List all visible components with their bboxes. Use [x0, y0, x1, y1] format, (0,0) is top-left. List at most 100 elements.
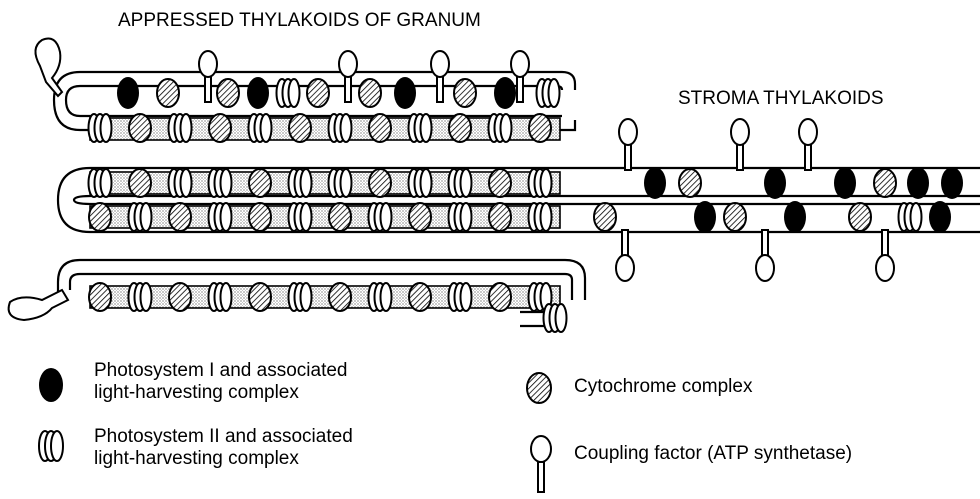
cytochrome-complex	[128, 113, 152, 143]
photosystem-i-complex	[494, 77, 516, 109]
cytochrome-complex	[488, 282, 512, 312]
photosystem-i-complex	[247, 77, 269, 109]
cytochrome-complex	[88, 202, 112, 232]
cytochrome-complex	[156, 78, 180, 108]
photosystem-ii-icon	[38, 430, 64, 462]
stroma-title: STROMA THYLAKOIDS	[678, 88, 884, 109]
photosystem-i-complex	[929, 201, 951, 233]
photosystem-ii-complex	[287, 202, 313, 232]
cytochrome-complex	[488, 202, 512, 232]
thylakoid-diagram: APPRESSED THYLAKOIDS OF GRANUM STROMA TH…	[7, 10, 980, 333]
cytochrome-complex	[128, 168, 152, 198]
granum-title: APPRESSED THYLAKOIDS OF GRANUM	[118, 10, 481, 31]
photosystem-ii-complex	[367, 282, 393, 312]
legend-label-cyt: Cytochrome complex	[574, 376, 753, 397]
photosystem-ii-complex	[127, 202, 153, 232]
photosystem-ii-complex	[327, 113, 353, 143]
cytochrome-complex	[328, 202, 352, 232]
coupling-factor	[338, 50, 358, 103]
photosystem-ii-complex	[287, 168, 313, 198]
photosystem-i-complex	[764, 167, 786, 199]
cytochrome-complex	[593, 202, 617, 232]
photosystem-ii-complex	[127, 282, 153, 312]
cytochrome-complex	[248, 202, 272, 232]
cytochrome-complex	[488, 168, 512, 198]
coupling-factor	[618, 118, 638, 171]
photosystem-ii-complex	[275, 78, 301, 108]
photosystem-ii-complex	[407, 113, 433, 143]
coupling-factor	[510, 50, 530, 103]
photosystem-i-complex	[394, 77, 416, 109]
photosystem-ii-complex	[87, 168, 113, 198]
cytochrome-complex	[368, 168, 392, 198]
photosystem-ii-complex	[487, 113, 513, 143]
cytochrome-complex	[873, 168, 897, 198]
photosystem-ii-complex	[527, 168, 553, 198]
photosystem-ii-complex	[447, 282, 473, 312]
photosystem-ii-complex	[407, 168, 433, 198]
cytochrome-complex	[208, 113, 232, 143]
cytochrome-complex	[408, 202, 432, 232]
photosystem-i-complex	[784, 201, 806, 233]
stroma-thylakoid-outer	[56, 166, 980, 234]
appressed-membrane-fill	[89, 117, 561, 309]
cytochrome-complex	[368, 113, 392, 143]
cytochrome-complex	[248, 282, 272, 312]
membrane-outlines	[52, 70, 980, 328]
photosystem-ii-complex	[207, 168, 233, 198]
cytochrome-complex	[358, 78, 382, 108]
photosystem-ii-complex	[447, 202, 473, 232]
granum-thylakoid-top-inner	[64, 84, 564, 118]
granum-thylakoid-top	[52, 70, 577, 132]
coupling-factor	[798, 118, 818, 171]
coupling-factor	[875, 229, 895, 282]
coupling-factor	[430, 50, 450, 103]
photosystem-i-icon	[39, 368, 63, 402]
cytochrome-complex	[306, 78, 330, 108]
photosystem-i-complex	[644, 167, 666, 199]
membrane-complexes	[87, 50, 963, 333]
photosystem-ii-complex	[535, 78, 561, 108]
photosystem-i-complex	[941, 167, 963, 199]
cytochrome-complex	[448, 113, 472, 143]
photosystem-ii-complex	[447, 168, 473, 198]
cytochrome-complex	[723, 202, 747, 232]
legend-label-ps1: Photosystem I and associated light-harve…	[94, 360, 348, 403]
cytochrome-complex	[328, 282, 352, 312]
stroma-thylakoid-inner-top	[72, 194, 980, 206]
cytochrome-icon	[526, 372, 552, 404]
coupling-factor-edge-left	[7, 37, 70, 322]
photosystem-ii-complex	[897, 202, 923, 232]
cytochrome-complex	[408, 282, 432, 312]
photosystem-ii-complex	[367, 202, 393, 232]
photosystem-i-complex	[117, 77, 139, 109]
cytochrome-complex	[248, 168, 272, 198]
photosystem-ii-complex	[527, 202, 553, 232]
photosystem-ii-complex	[207, 282, 233, 312]
photosystem-ii-complex	[167, 113, 193, 143]
photosystem-ii-complex	[327, 168, 353, 198]
photosystem-ii-complex	[207, 202, 233, 232]
photosystem-ii-complex	[247, 113, 273, 143]
cytochrome-complex	[168, 282, 192, 312]
cytochrome-complex	[216, 78, 240, 108]
photosystem-ii-complex	[167, 168, 193, 198]
coupling-factor	[615, 229, 635, 282]
photosystem-i-complex	[834, 167, 856, 199]
legend-label-ps2: Photosystem II and associated light-harv…	[94, 426, 353, 469]
cytochrome-complex	[678, 168, 702, 198]
photosystem-i-complex	[907, 167, 929, 199]
cytochrome-complex	[848, 202, 872, 232]
photosystem-ii-complex	[87, 113, 113, 143]
cytochrome-complex	[528, 113, 552, 143]
photosystem-ii-complex	[287, 282, 313, 312]
cytochrome-complex	[168, 202, 192, 232]
photosystem-ii-complex	[542, 303, 568, 333]
coupling-factor-icon	[530, 435, 552, 493]
coupling-factor	[730, 118, 750, 171]
cytochrome-complex	[288, 113, 312, 143]
cytochrome-complex	[88, 282, 112, 312]
photosystem-i-complex	[694, 201, 716, 233]
coupling-factor	[755, 229, 775, 282]
legend-label-cf: Coupling factor (ATP synthetase)	[574, 443, 853, 464]
